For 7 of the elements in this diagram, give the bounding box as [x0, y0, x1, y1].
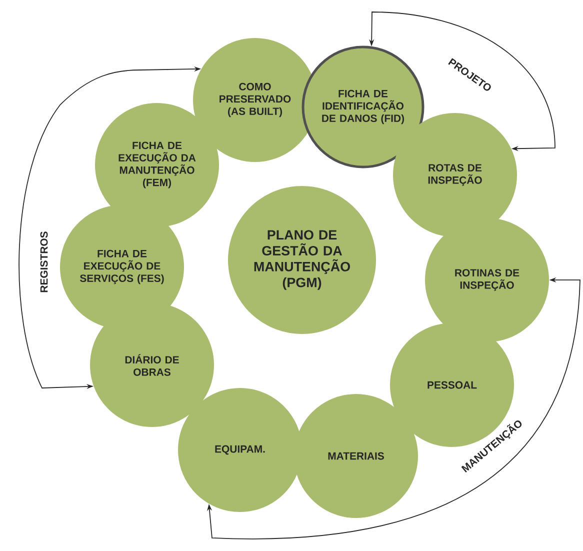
node-label: ROTAS DE INSPEÇÃO [428, 164, 482, 186]
node-label: FICHA DE EXECUÇÃO DE SERVIÇOS (FES) [80, 250, 164, 284]
node-label: FICHA DE EXECUÇÃO DA MANUTENÇÃO (FEM) [118, 142, 196, 188]
edge-label: REGISTROS [40, 232, 48, 292]
node-label: PESSOAL [428, 381, 477, 389]
node-label: DIÁRIO DE OBRAS [125, 354, 179, 376]
node-label: ROTINAS DE INSPEÇÃO [455, 269, 520, 291]
